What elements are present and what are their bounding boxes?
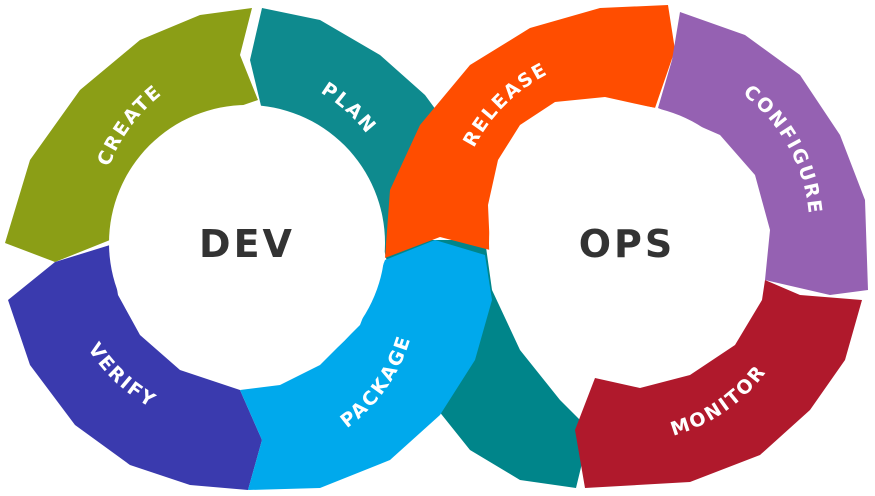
segment-configure	[658, 12, 868, 295]
segment-release	[385, 5, 675, 258]
segment-create	[5, 8, 258, 262]
segment-package	[240, 240, 492, 490]
dev-hub	[109, 105, 385, 381]
dev-label: DEV	[199, 222, 295, 266]
segment-monitor	[575, 280, 862, 488]
segment-verify	[8, 245, 262, 490]
ops-hub	[489, 105, 765, 381]
ops-label: OPS	[579, 222, 676, 266]
